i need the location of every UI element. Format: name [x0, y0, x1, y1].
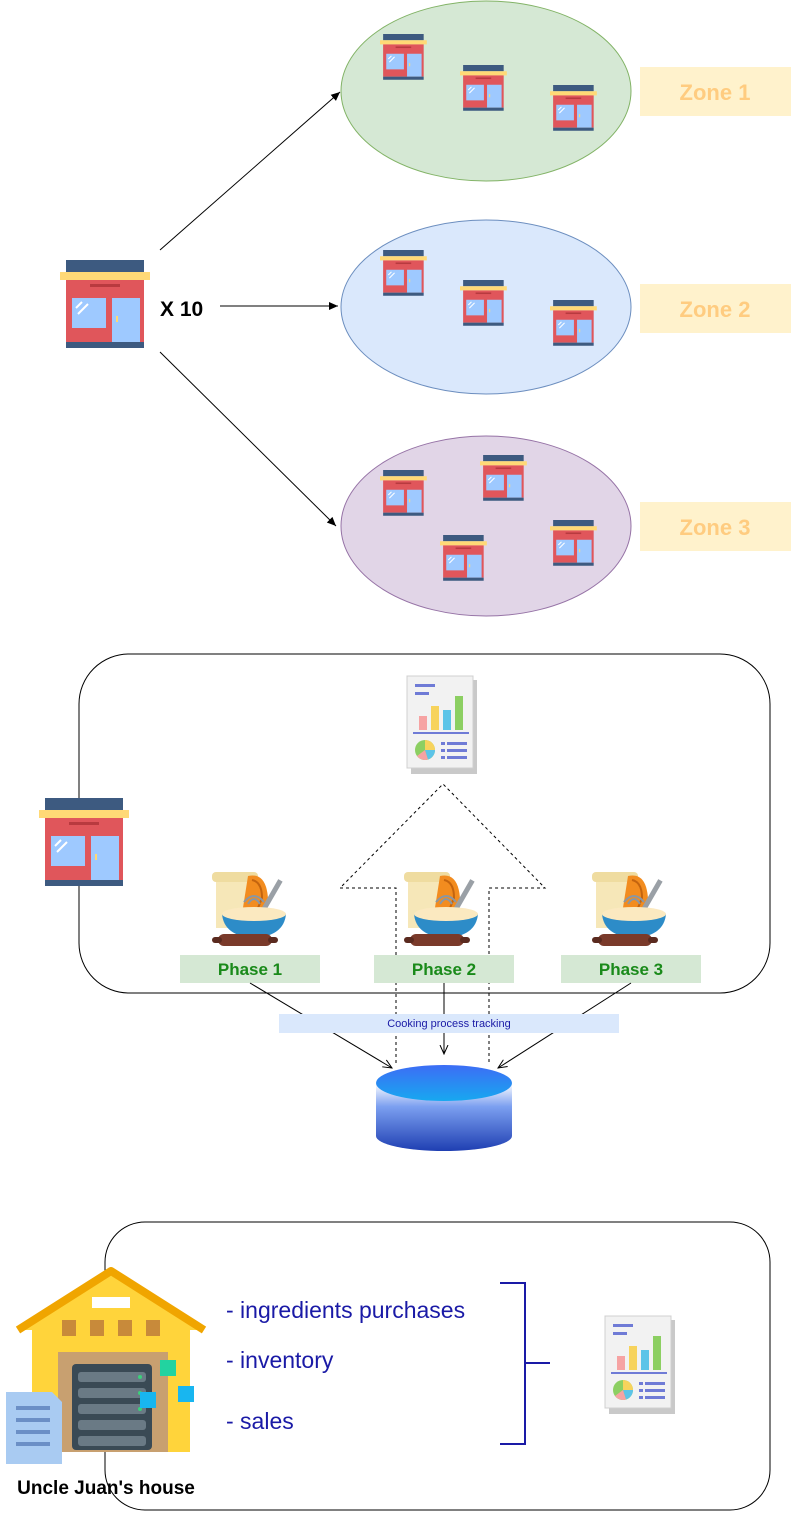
store-icon — [379, 249, 428, 297]
database-icon — [376, 1065, 512, 1151]
report-icon — [604, 1315, 676, 1415]
item-inventory: - inventory — [226, 1347, 334, 1373]
store-icon — [549, 84, 598, 132]
kitchen-process: Phase 1 Phase 2 Phase 3 Cooking process … — [38, 653, 771, 1151]
phase-2-label: Phase 2 — [412, 960, 476, 979]
phase-1-box — [180, 955, 320, 983]
tracking-label-box — [279, 1014, 619, 1033]
multiplier-label: X 10 — [160, 298, 203, 321]
zone-3-label-box — [640, 502, 791, 551]
zone-2-label-box — [640, 284, 791, 333]
store-icon — [38, 797, 130, 887]
store-icon — [59, 259, 151, 349]
office-reporting: Uncle Juan's house - ingredients purchas… — [6, 1221, 771, 1511]
store-icon — [549, 299, 598, 347]
item-sales: - sales — [226, 1408, 294, 1434]
phase-3-label: Phase 3 — [599, 960, 663, 979]
zone-3-label: Zone 3 — [680, 515, 751, 540]
zone-1-label-box — [640, 67, 791, 116]
store-icon — [479, 454, 528, 502]
store-icon — [549, 519, 598, 567]
store-icon — [439, 534, 488, 582]
item-ingredients-purchases: - ingredients purchases — [226, 1297, 465, 1323]
house-label: Uncle Juan's house — [17, 1478, 195, 1499]
warehouse-icon — [6, 1267, 207, 1464]
store-icon — [379, 469, 428, 517]
cooking-icon — [403, 871, 479, 947]
report-icon — [406, 675, 478, 775]
phase-2-box — [374, 955, 514, 983]
store-icon — [459, 64, 508, 112]
bracket — [500, 1282, 550, 1445]
zone-distribution: X 10 Zone 1 Zone 2 Zone 3 — [59, 0, 791, 617]
store-icon — [379, 33, 428, 81]
zone-2-label: Zone 2 — [680, 297, 751, 322]
reporting-up-arrow — [338, 783, 547, 1063]
phase-3-box — [561, 955, 701, 983]
arrow-to-zone-1 — [159, 91, 341, 251]
store-icon — [459, 279, 508, 327]
phase-1-label: Phase 1 — [218, 960, 282, 979]
arrow-to-zone-3 — [159, 351, 337, 527]
zone-1-label: Zone 1 — [680, 80, 751, 105]
tracking-label: Cooking process tracking — [387, 1018, 511, 1030]
cooking-icon — [591, 871, 667, 947]
cooking-icon — [211, 871, 287, 947]
